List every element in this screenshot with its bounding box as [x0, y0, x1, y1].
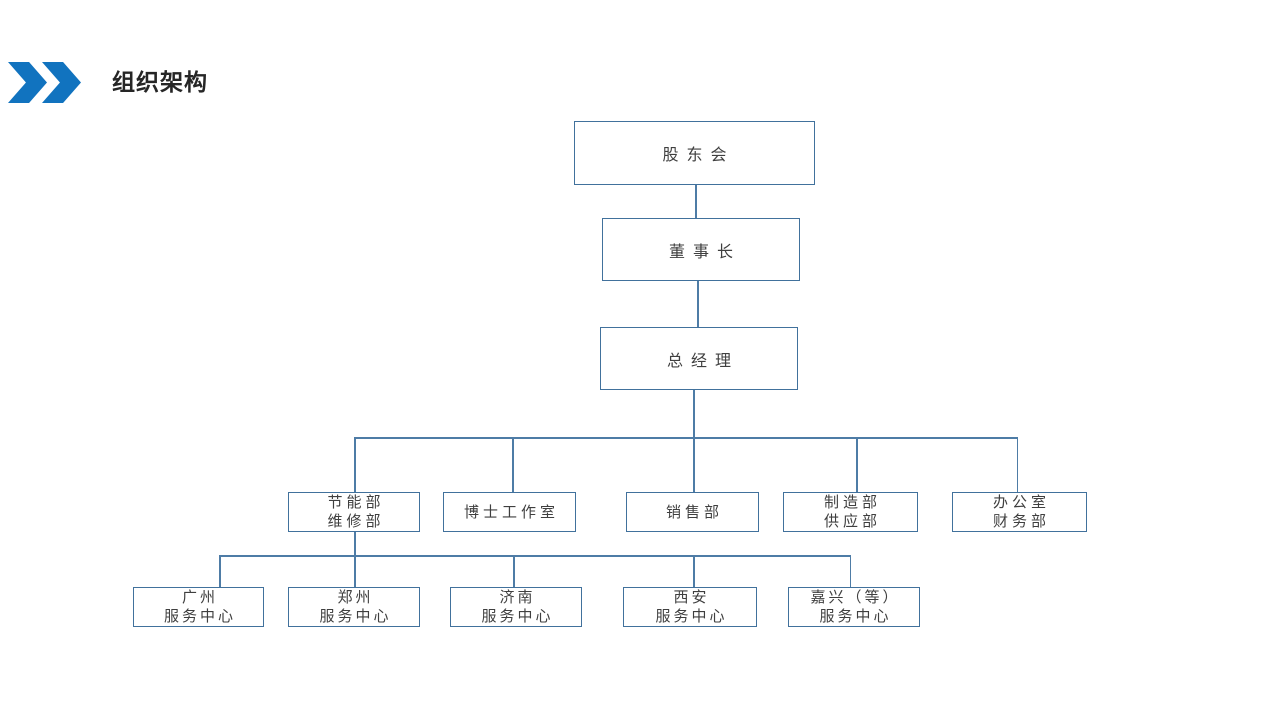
org-node-dept-manufacturing-supply: 制造部 供应部 [783, 492, 918, 532]
connector-chairman-gm [697, 281, 699, 327]
org-node-shareholders: 股东会 [574, 121, 815, 185]
org-node-center-jiaxing: 嘉兴（等） 服务中心 [788, 587, 920, 627]
org-node-chairman: 董事长 [602, 218, 800, 281]
slide-header: 组织架构 [0, 62, 1280, 104]
org-node-center-zhengzhou: 郑州 服务中心 [288, 587, 420, 627]
connector-drop-center-5 [849, 555, 851, 588]
org-node-center-guangzhou: 广州 服务中心 [133, 587, 264, 627]
connector-drop-center-1 [219, 555, 221, 588]
connector-drop-dept-4 [856, 437, 858, 493]
connector-center-bus [219, 555, 851, 557]
org-node-dept-office-finance: 办公室 财务部 [952, 492, 1087, 532]
connector-drop-dept-1 [354, 437, 356, 493]
connector-shareholders-chairman [695, 185, 697, 218]
connector-drop-center-4 [693, 555, 695, 588]
connector-dept1-down [354, 532, 356, 556]
org-node-general-manager: 总经理 [600, 327, 798, 390]
connector-drop-center-2 [354, 555, 356, 588]
connector-drop-dept-2 [512, 437, 514, 493]
org-node-dept-sales: 销售部 [626, 492, 759, 532]
org-node-dept-doctor-studio: 博士工作室 [443, 492, 576, 532]
org-node-center-xian: 西安 服务中心 [623, 587, 757, 627]
org-node-dept-energy-maintenance: 节能部 维修部 [288, 492, 420, 532]
connector-gm-down [693, 390, 695, 493]
connector-drop-center-3 [513, 555, 515, 588]
org-node-center-jinan: 济南 服务中心 [450, 587, 582, 627]
connector-drop-dept-5 [1016, 437, 1018, 493]
connector-dept-bus [354, 437, 1018, 439]
double-chevron-right-icon [8, 62, 82, 103]
page-title: 组织架构 [112, 69, 208, 95]
